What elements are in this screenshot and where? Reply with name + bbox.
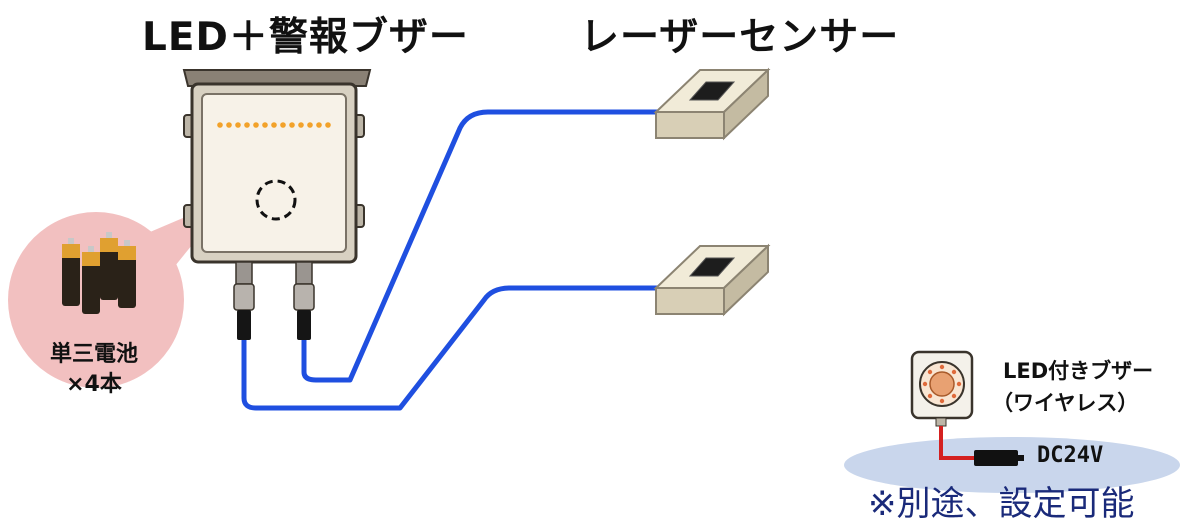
wireless-buzzer-label: LED付きブザー	[1003, 359, 1154, 383]
power-label: DC24V	[1037, 443, 1104, 468]
aa-battery-icon	[62, 232, 136, 314]
wireless-buzzer-sublabel: （ワイヤレス）	[992, 391, 1139, 415]
laser-sensor-title: レーザーセンサー	[580, 15, 900, 60]
laser-sensor-icon	[653, 67, 771, 141]
speaker-icon	[255, 179, 297, 221]
power-cable	[939, 426, 975, 460]
cable-to-lower-sensor	[241, 285, 663, 411]
buzzer-icon	[910, 350, 1024, 466]
led-strip	[217, 122, 331, 128]
led-buzzer-title: LED＋警報ブザー	[142, 15, 469, 60]
control-box-icon	[182, 69, 372, 340]
optional-setting-note: ※別途、設定可能	[868, 484, 1135, 524]
battery-label-type: 単三電池	[49, 342, 138, 367]
dc-plug-icon	[974, 450, 1018, 466]
cable-to-upper-sensor	[301, 109, 663, 383]
battery-label-count: ×4本	[66, 372, 122, 397]
laser-sensor-icon	[653, 243, 771, 317]
